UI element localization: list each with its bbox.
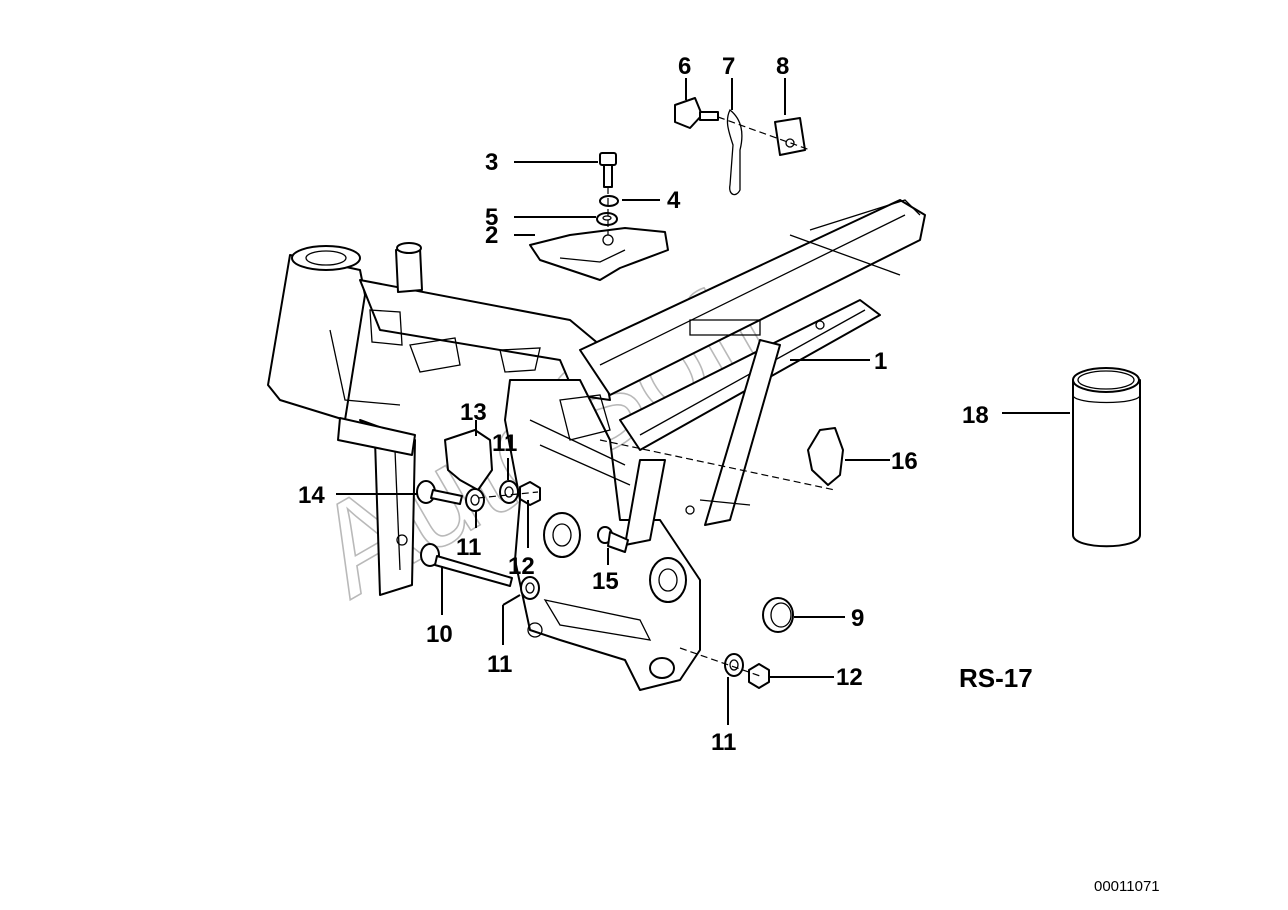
callout-7: 7 <box>722 53 735 80</box>
callout-9: 9 <box>851 605 864 632</box>
callout-13: 13 <box>460 399 487 426</box>
screw-part-3 <box>599 152 617 188</box>
callout-11: 11 <box>456 534 481 561</box>
washer-part-11 <box>499 480 519 504</box>
callout-8: 8 <box>776 53 789 80</box>
callout-14: 14 <box>298 482 325 509</box>
callout-1: 1 <box>874 348 887 375</box>
callout-12: 12 <box>836 664 863 691</box>
callout-6: 6 <box>678 53 691 80</box>
bracket-part-2 <box>529 227 669 281</box>
washer-part-11 <box>724 653 744 677</box>
callout-2: 2 <box>485 222 498 249</box>
callout-3: 3 <box>485 149 498 176</box>
nut-part-12 <box>519 481 541 506</box>
sensor-part-15 <box>597 526 629 553</box>
diagram-code: RS-17 <box>959 663 1033 693</box>
callout-11: 11 <box>492 430 517 457</box>
callout-5: 5 <box>485 204 498 231</box>
document-number: 00011071 <box>1094 878 1160 895</box>
washer-part-11 <box>465 488 485 512</box>
callout-11: 11 <box>487 651 512 678</box>
bracket-part-13 <box>444 429 493 491</box>
cap-part-9 <box>762 597 794 633</box>
leader-lines <box>336 78 1070 725</box>
callout-12: 12 <box>508 553 535 580</box>
clip-part-16 <box>807 427 844 486</box>
callout-18: 18 <box>962 402 989 429</box>
clip-part-7 <box>726 108 743 196</box>
bolt-part-14 <box>416 480 463 505</box>
callout-15: 15 <box>592 568 619 595</box>
lock-washer-part-4 <box>599 195 619 207</box>
main-frame <box>267 199 926 691</box>
washer-part-5 <box>596 212 618 226</box>
callout-4: 4 <box>667 187 681 214</box>
long-bolt-part-10 <box>420 543 513 587</box>
can-part-18 <box>1072 367 1141 548</box>
plate-part-8 <box>774 117 806 156</box>
callout-11: 11 <box>711 729 736 756</box>
callout-10: 10 <box>426 621 453 648</box>
callouts: 1 2 3 4 5 6 7 8 9 10 11 11 11 11 12 12 1… <box>298 53 989 756</box>
washer-part-11 <box>520 576 540 600</box>
callout-16: 16 <box>891 448 918 475</box>
bolt-part-6 <box>674 97 719 129</box>
